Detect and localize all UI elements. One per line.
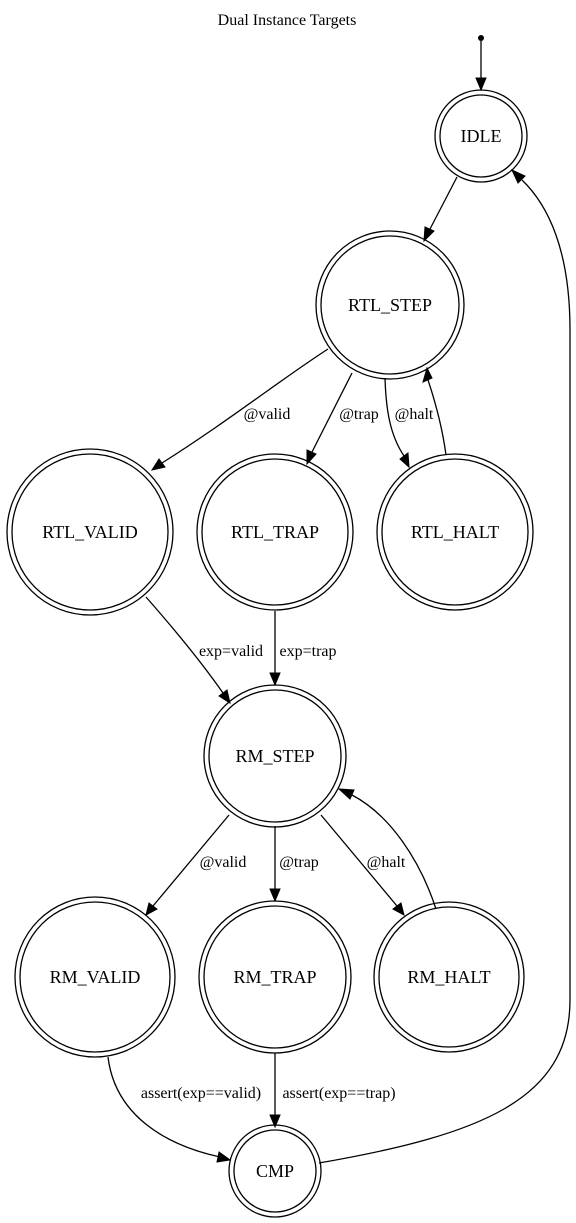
edge-label-exp-trap: exp=trap [280,643,337,660]
edge-rm-halt-to-rm-step [337,788,437,910]
edge-label-rm-trap: @trap [279,854,319,871]
state-label-rm-step: RM_STEP [235,746,314,766]
state-node-rm-trap: RM_TRAP [198,900,352,1054]
state-label-rtl-trap: RTL_TRAP [231,522,319,542]
edge-label-rm-valid: @valid [200,854,247,871]
state-node-cmp: CMP [228,1124,322,1218]
edge-rtl-step-to-rtl-halt: @halt [384,377,434,469]
state-label-rtl-step: RTL_STEP [348,295,432,315]
state-label-rm-valid: RM_VALID [50,967,141,987]
edge-rm-trap-to-cmp: assert(exp==trap) [269,1053,396,1129]
edge-rtl-valid-to-rm-step: exp=valid [145,596,263,705]
state-node-rm-halt: RM_HALT [373,901,525,1053]
edge-label-assert-trap: assert(exp==trap) [282,1085,395,1102]
edge-label-rm-halt: @halt [367,854,406,871]
edge-start-to-idle [475,41,487,92]
edge-label-rtl-halt: @halt [395,406,434,423]
state-label-rtl-valid: RTL_VALID [42,522,138,542]
edge-label-rtl-valid: @valid [244,406,291,423]
state-label-cmp: CMP [256,1161,294,1181]
state-label-rtl-halt: RTL_HALT [411,522,499,542]
edge-rtl-step-to-rtl-trap: @trap [306,372,379,466]
state-node-rtl-step: RTL_STEP [315,230,465,380]
edge-rm-valid-to-cmp: assert(exp==valid) [107,1056,261,1163]
edge-cmp-to-idle [318,168,571,1164]
start-point [478,35,484,41]
edge-label-exp-valid: exp=valid [199,643,263,660]
edge-label-rtl-trap: @trap [339,406,379,423]
edge-label-assert-valid: assert(exp==valid) [141,1085,261,1102]
state-node-rtl-trap: RTL_TRAP [196,453,354,611]
edge-rm-step-to-rm-halt: @halt [320,814,406,916]
edge-idle-to-rtl-step [423,176,458,243]
state-node-idle: IDLE [434,89,528,183]
edge-rtl-trap-to-rm-step: exp=trap [269,611,337,687]
edge-rtl-step-to-rtl-valid: @valid [150,348,329,471]
diagram-title: Dual Instance Targets [218,12,357,29]
state-node-rtl-halt: RTL_HALT [376,453,534,611]
state-label-rm-halt: RM_HALT [407,967,490,987]
state-label-rm-trap: RM_TRAP [233,967,316,987]
edge-rm-step-to-rm-valid: @valid [145,814,247,916]
edge-rm-step-to-rm-trap: @trap [269,826,319,903]
state-node-rtl-valid: RTL_VALID [6,448,174,616]
state-node-rm-step: RM_STEP [203,684,347,828]
state-node-rm-valid: RM_VALID [14,896,176,1058]
state-label-idle: IDLE [461,126,502,146]
edge-rtl-halt-to-rtl-step [422,366,447,456]
